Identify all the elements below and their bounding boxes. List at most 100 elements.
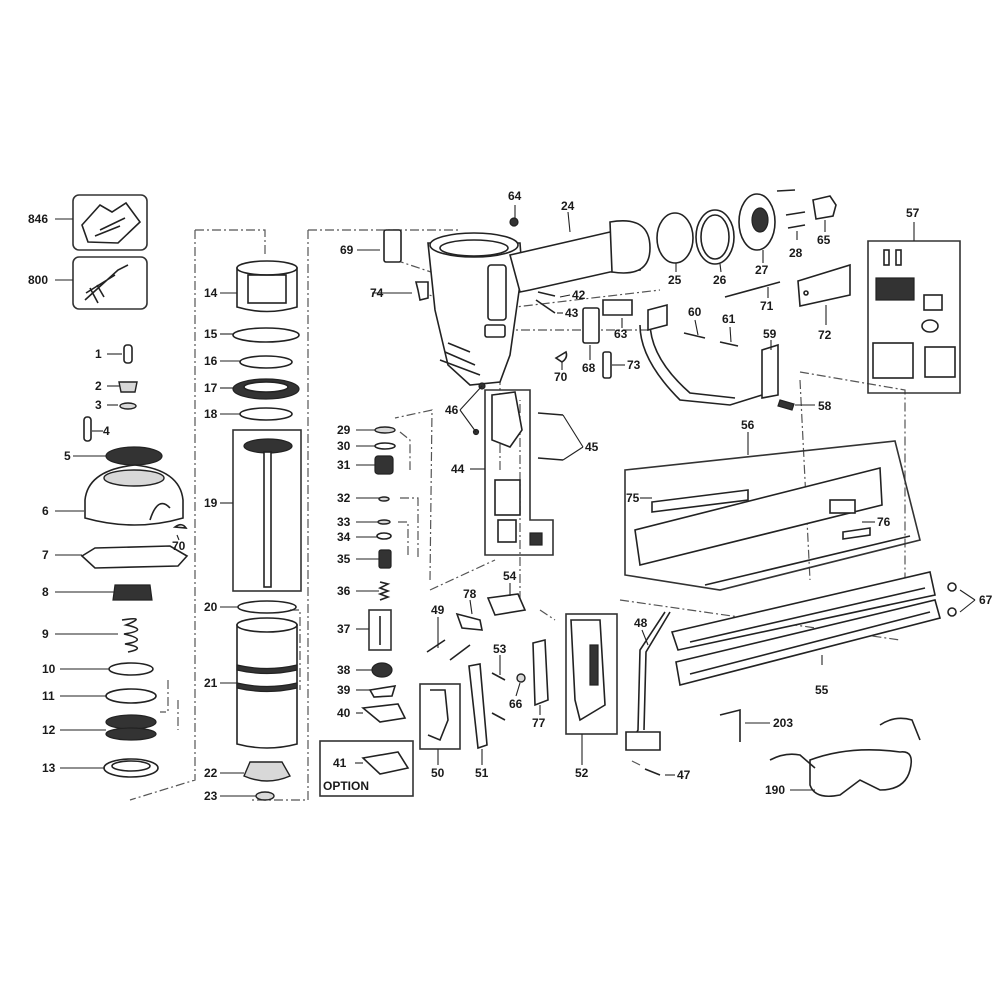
callout-3: 3 bbox=[95, 398, 102, 412]
callout-29: 29 bbox=[337, 423, 351, 437]
safety-glasses-icon bbox=[809, 748, 913, 798]
callout-46: 46 bbox=[445, 403, 459, 417]
callout-11: 11 bbox=[42, 689, 55, 703]
callout-28: 28 bbox=[789, 246, 803, 260]
label-69 bbox=[383, 229, 402, 263]
callout-30: 30 bbox=[337, 439, 351, 453]
trigger-assembly-box bbox=[484, 389, 554, 556]
callout-19: 19 bbox=[204, 496, 218, 510]
callout-65: 65 bbox=[817, 233, 831, 247]
callout-12: 12 bbox=[42, 723, 56, 737]
callout-74: 74 bbox=[370, 286, 384, 300]
callout-39: 39 bbox=[337, 683, 351, 697]
callout-71: 71 bbox=[760, 299, 774, 313]
manual-icon bbox=[81, 201, 142, 244]
callout-22: 22 bbox=[204, 766, 218, 780]
callout-78: 78 bbox=[463, 587, 477, 601]
end-cap-parts bbox=[656, 189, 851, 307]
callout-75: 75 bbox=[626, 491, 640, 505]
oil-bottle-icon bbox=[84, 264, 129, 304]
callout-51: 51 bbox=[475, 766, 489, 780]
callout-18: 18 bbox=[204, 407, 218, 421]
callout-70-body: 70 bbox=[554, 370, 568, 384]
callout-76: 76 bbox=[877, 515, 891, 529]
callout-57: 57 bbox=[906, 206, 920, 220]
callout-49: 49 bbox=[431, 603, 445, 617]
callout-73: 73 bbox=[627, 358, 641, 372]
callout-35: 35 bbox=[337, 552, 351, 566]
callout-25: 25 bbox=[668, 273, 682, 287]
callout-53: 53 bbox=[493, 642, 507, 656]
callout-67: 67 bbox=[979, 593, 993, 607]
callout-60: 60 bbox=[688, 305, 702, 319]
rod-48 bbox=[629, 611, 671, 746]
callout-27: 27 bbox=[755, 263, 769, 277]
callout-15: 15 bbox=[204, 327, 218, 341]
callout-55: 55 bbox=[815, 683, 829, 697]
kit-box-57 bbox=[867, 240, 961, 394]
callout-44: 44 bbox=[451, 462, 465, 476]
callout-10: 10 bbox=[42, 662, 56, 676]
nosepiece-box bbox=[565, 613, 618, 735]
magazine-cover bbox=[634, 466, 883, 566]
callout-56: 56 bbox=[741, 418, 755, 432]
callout-40: 40 bbox=[337, 706, 351, 720]
callout-63: 63 bbox=[614, 327, 628, 341]
trigger-parts bbox=[472, 391, 564, 546]
callout-846: 846 bbox=[28, 212, 49, 226]
callout-72: 72 bbox=[818, 328, 832, 342]
callout-800: 800 bbox=[28, 273, 49, 287]
callout-59: 59 bbox=[763, 327, 777, 341]
magazine-rail bbox=[670, 571, 957, 686]
callout-33: 33 bbox=[337, 515, 351, 529]
callout-43: 43 bbox=[565, 306, 579, 320]
option-label: OPTION bbox=[323, 779, 370, 793]
callout-17: 17 bbox=[204, 381, 218, 395]
callout-48: 48 bbox=[634, 616, 648, 630]
callout-77: 77 bbox=[532, 716, 546, 730]
callout-4: 4 bbox=[103, 424, 110, 438]
leader-lines bbox=[55, 205, 976, 797]
valve-parts bbox=[361, 426, 407, 723]
callout-61: 61 bbox=[722, 312, 736, 326]
callout-68: 68 bbox=[582, 361, 596, 375]
callout-66: 66 bbox=[509, 697, 523, 711]
callout-13: 13 bbox=[42, 761, 56, 775]
callout-38: 38 bbox=[337, 663, 351, 677]
callout-24: 24 bbox=[561, 199, 575, 213]
callout-7: 7 bbox=[42, 548, 49, 562]
callout-37: 37 bbox=[337, 622, 351, 636]
callout-1: 1 bbox=[95, 347, 102, 361]
callout-34: 34 bbox=[337, 530, 351, 544]
callout-9: 9 bbox=[42, 627, 49, 641]
callout-50: 50 bbox=[431, 766, 445, 780]
callout-41: 41 bbox=[333, 756, 347, 770]
hex-key-icon bbox=[719, 708, 741, 742]
callout-20: 20 bbox=[204, 600, 218, 614]
callout-8: 8 bbox=[42, 585, 49, 599]
cap-assembly-parts bbox=[80, 344, 189, 778]
callout-16: 16 bbox=[204, 354, 218, 368]
callout-32: 32 bbox=[337, 491, 351, 505]
callout-36: 36 bbox=[337, 584, 351, 598]
callout-21: 21 bbox=[204, 676, 218, 690]
callout-58: 58 bbox=[818, 399, 832, 413]
callout-54: 54 bbox=[503, 569, 517, 583]
callout-47: 47 bbox=[677, 768, 691, 782]
housing-body bbox=[427, 217, 651, 390]
kit-57-parts bbox=[872, 249, 956, 379]
callout-69: 69 bbox=[340, 243, 354, 257]
callout-203: 203 bbox=[773, 716, 794, 730]
clip-74 bbox=[414, 281, 429, 301]
callout-31: 31 bbox=[337, 458, 351, 472]
callout-42: 42 bbox=[572, 288, 586, 302]
callout-190: 190 bbox=[765, 783, 786, 797]
callout-70-cap: 70 bbox=[172, 539, 186, 553]
callout-45: 45 bbox=[585, 440, 599, 454]
callout-6: 6 bbox=[42, 504, 49, 518]
callout-23: 23 bbox=[204, 789, 218, 803]
callout-2: 2 bbox=[95, 379, 102, 393]
safety-parts bbox=[419, 593, 549, 750]
